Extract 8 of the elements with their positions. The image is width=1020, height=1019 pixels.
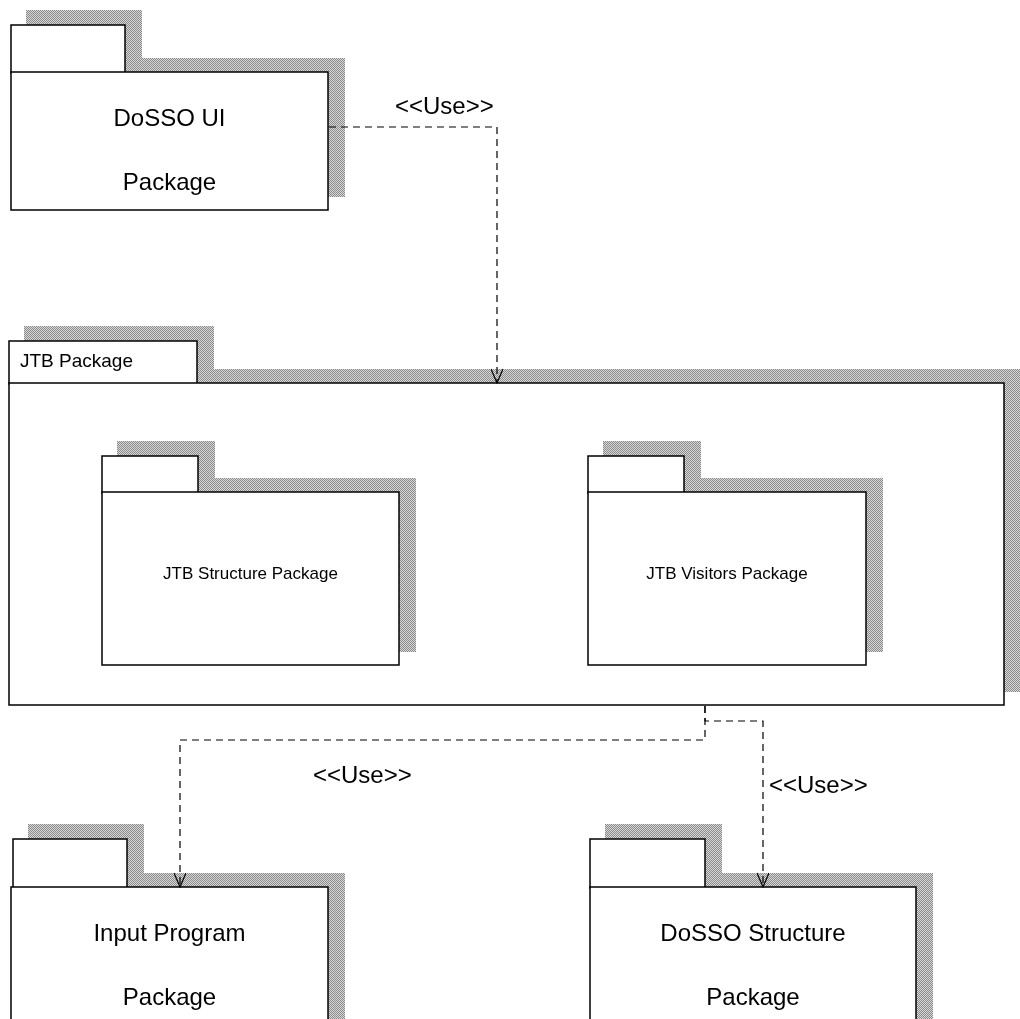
- package-name: DoSSO Structure Package: [659, 918, 847, 1012]
- package-name: JTB Package: [20, 350, 133, 373]
- package-name: Input Program Package: [92, 918, 247, 1012]
- package-name: JTB Visitors Package: [645, 563, 809, 585]
- package-name: DoSSO UI Package: [112, 103, 227, 197]
- dependency-arrow: [704, 705, 770, 888]
- package-name: JTB Structure Package: [162, 563, 339, 585]
- dependency-arrow: [328, 126, 504, 384]
